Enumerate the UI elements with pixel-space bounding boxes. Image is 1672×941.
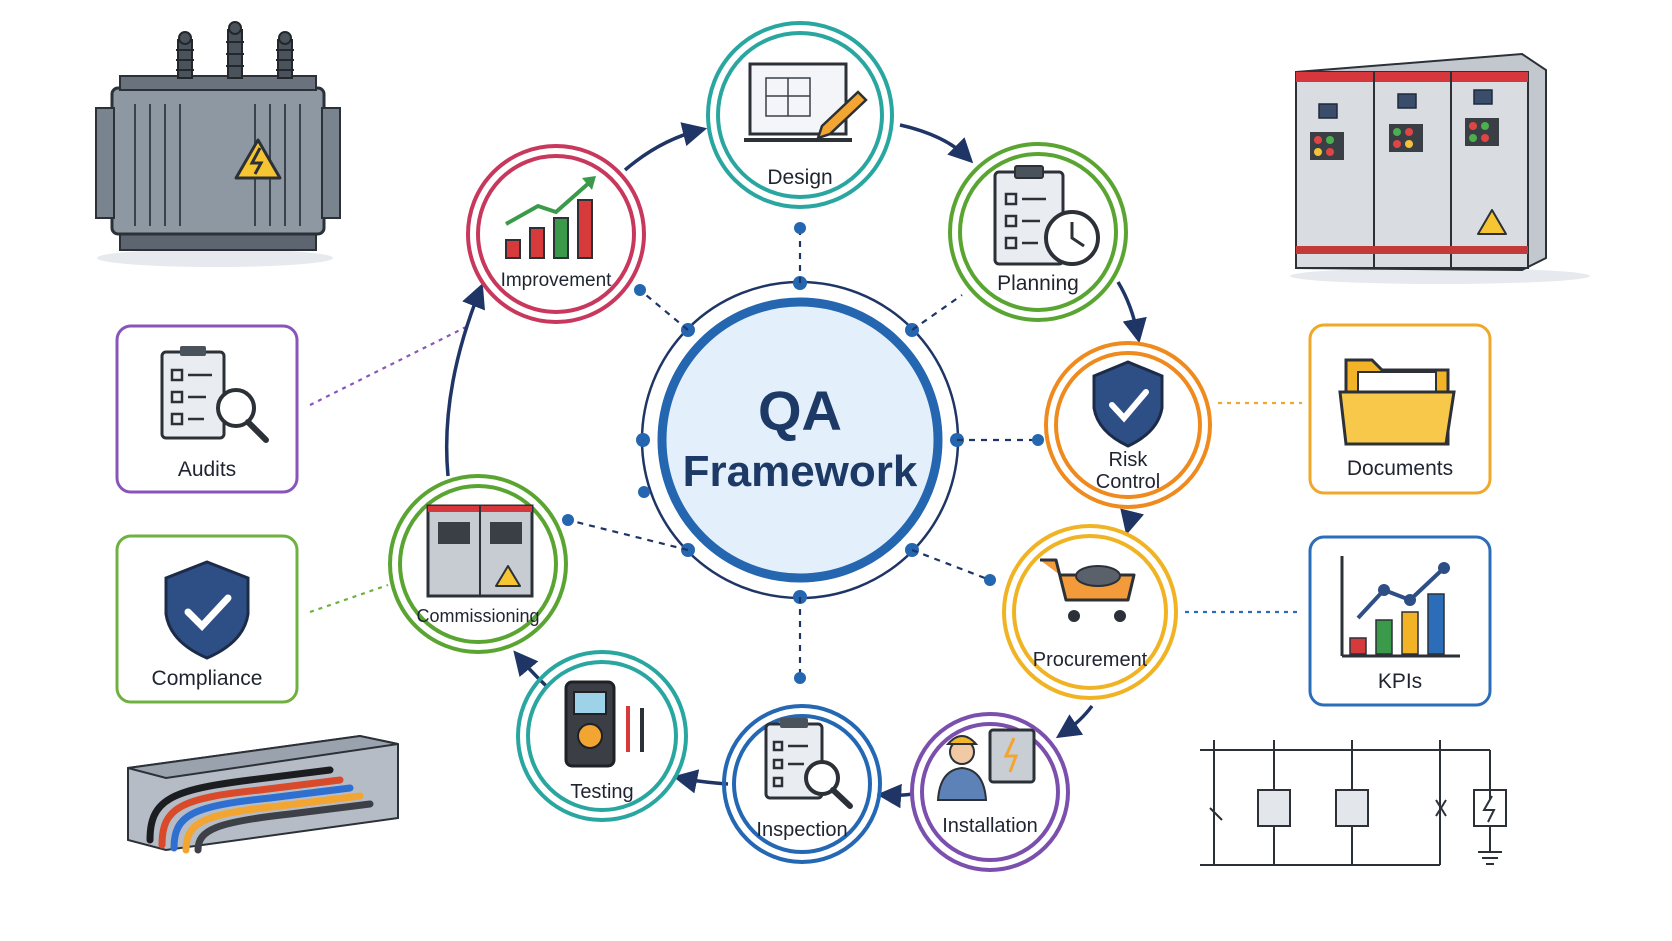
switchgear-icon — [1290, 52, 1590, 284]
label-improvement: Improvement — [501, 270, 613, 291]
stage-risk-control: Risk Control — [1044, 341, 1212, 509]
side-connectors — [309, 324, 1302, 614]
stage-installation: Installation — [910, 712, 1070, 872]
card-compliance: Compliance — [115, 534, 299, 704]
label-control: Control — [1096, 471, 1160, 493]
label-documents: Documents — [1347, 457, 1453, 480]
clipboard-magnifier-icon — [764, 718, 853, 809]
stage-procurement: Procurement — [1002, 524, 1178, 700]
label-procurement: Procurement — [1033, 649, 1148, 671]
card-kpis: KPIs — [1308, 535, 1492, 707]
cycle-arrows — [444, 122, 1147, 809]
center-title-line1: QA — [758, 379, 842, 442]
checklist-clock-icon — [993, 165, 1100, 266]
blueprint-pencil-icon — [744, 62, 868, 142]
label-commissioning: Commissioning — [416, 606, 539, 626]
stage-testing: Testing — [516, 650, 688, 822]
multimeter-icon — [564, 680, 644, 768]
stage-improvement: Improvement — [466, 144, 646, 324]
kpi-chart-icon — [1340, 556, 1460, 658]
qa-framework-hub: QA Framework — [640, 280, 960, 600]
compliance-shield-icon — [164, 560, 250, 660]
center-title-line2: Framework — [683, 447, 918, 496]
cable-tray-icon — [127, 734, 399, 854]
folder-icon — [1338, 358, 1456, 446]
label-risk: Risk — [1109, 449, 1149, 471]
stage-commissioning: Commissioning — [388, 474, 568, 654]
single-line-diagram-icon — [1200, 740, 1507, 866]
spokes — [567, 230, 1038, 678]
stage-inspection: Inspection — [722, 704, 882, 864]
label-testing: Testing — [570, 781, 633, 803]
stage-design: Design — [706, 21, 894, 209]
audit-clipboard-icon — [160, 346, 269, 443]
label-audits: Audits — [178, 458, 236, 481]
switchgear-cabinet-icon — [426, 504, 534, 598]
label-planning: Planning — [997, 272, 1079, 295]
label-compliance: Compliance — [152, 667, 263, 690]
cart-cable-icon — [1040, 558, 1136, 622]
growth-chart-icon — [505, 176, 596, 259]
shield-check-icon — [1092, 360, 1164, 448]
card-documents: Documents — [1308, 323, 1492, 495]
label-design: Design — [767, 166, 832, 189]
stage-planning: Planning — [948, 142, 1128, 322]
label-kpis: KPIs — [1378, 670, 1422, 693]
transformer-icon — [95, 21, 341, 267]
label-installation: Installation — [942, 815, 1038, 837]
card-audits: Audits — [115, 324, 299, 494]
technician-panel-icon — [936, 728, 1036, 801]
label-inspection: Inspection — [756, 819, 847, 841]
